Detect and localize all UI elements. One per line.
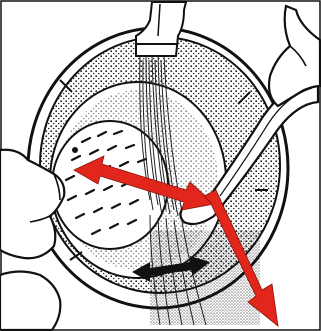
- left-hand-icon: [0, 150, 64, 330]
- spray-mist: [150, 230, 260, 325]
